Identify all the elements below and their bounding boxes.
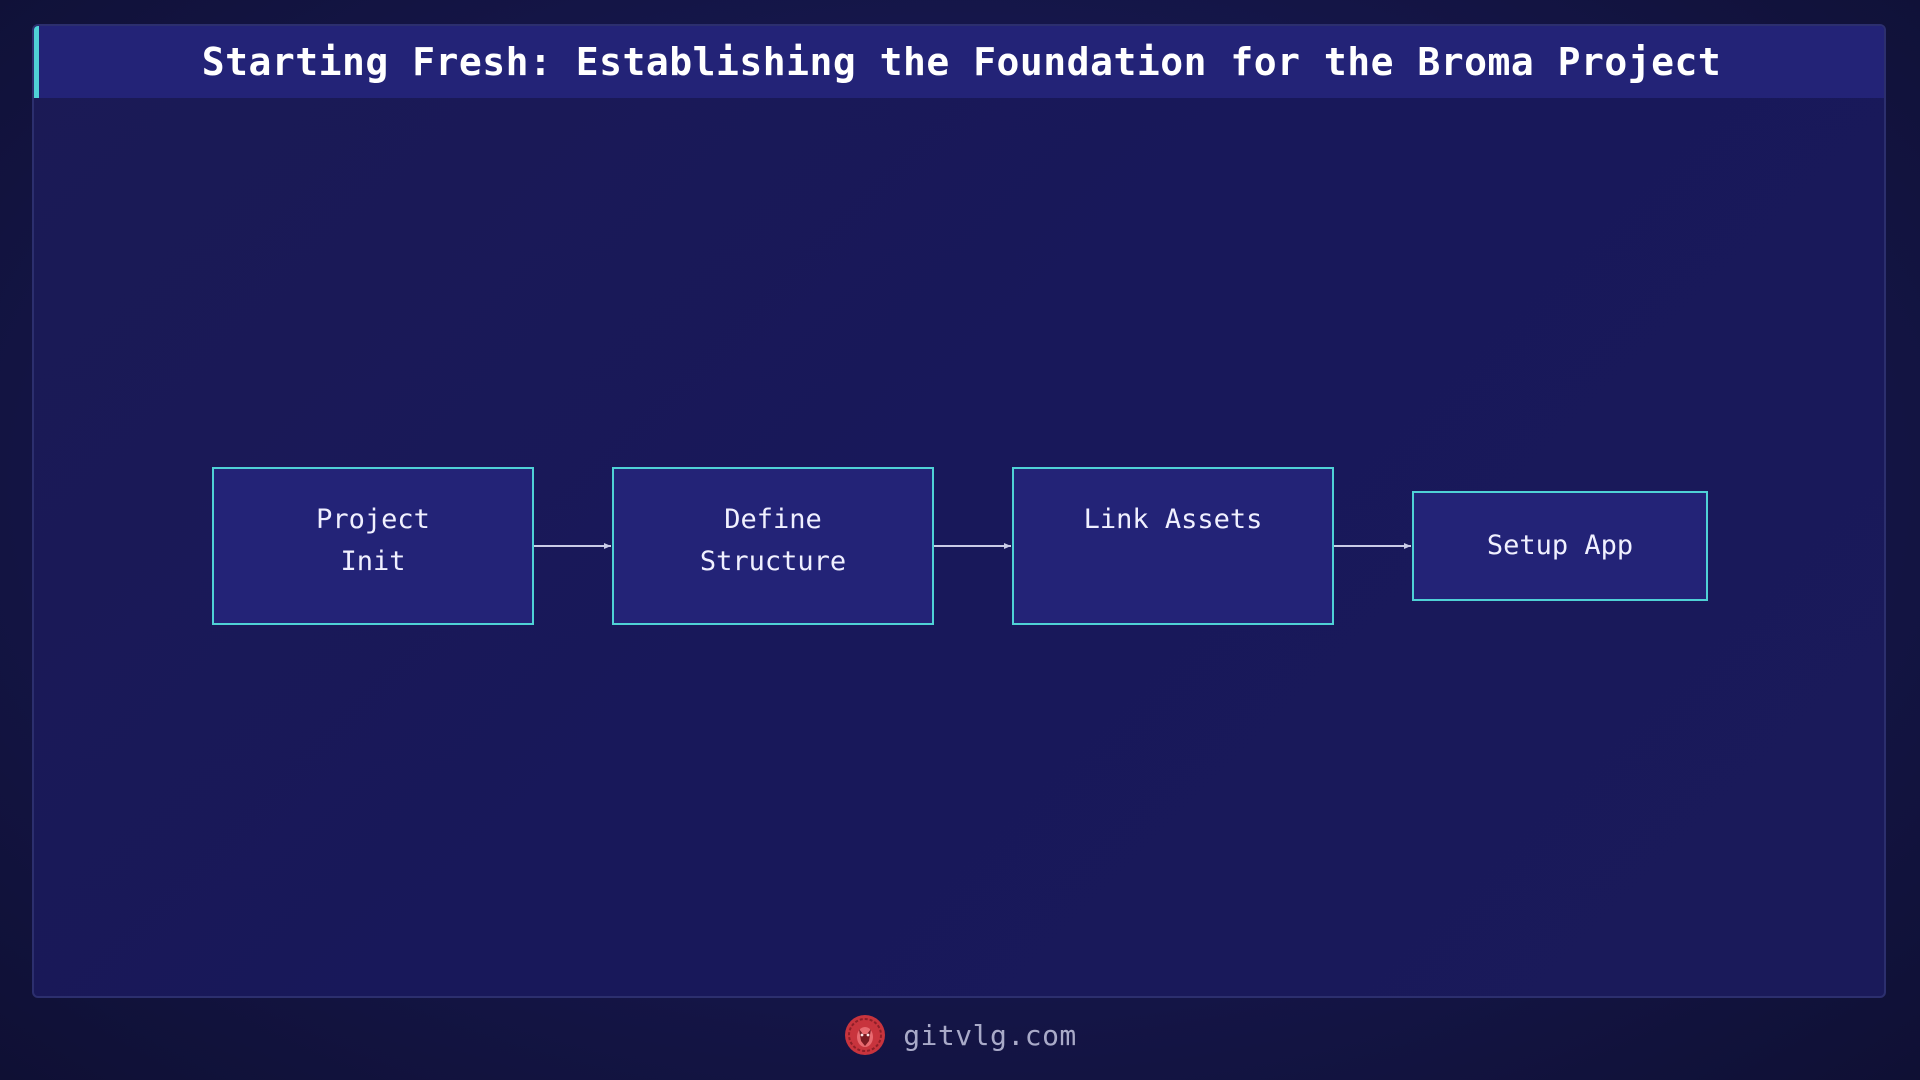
node-project-init[interactable]: Project Init (212, 467, 534, 625)
node-label: Link Assets (1083, 504, 1263, 535)
footer-site-link[interactable]: gitvlg.com (903, 1018, 1077, 1052)
node-link-assets[interactable]: Link Assets (1012, 467, 1334, 625)
node-define-structure[interactable]: Define Structure (612, 467, 934, 625)
page-title: Starting Fresh: Establishing the Foundat… (201, 40, 1722, 84)
node-label: Project Init (316, 504, 430, 577)
node-setup-app[interactable]: Setup App (1412, 491, 1708, 601)
node-label: Setup App (1486, 530, 1634, 561)
footer: gitvlg.com (0, 1010, 1920, 1060)
lion-head-icon (845, 1015, 886, 1055)
title-bar: Starting Fresh: Establishing the Foundat… (34, 26, 1884, 98)
node-label: Define Structure (699, 504, 847, 577)
